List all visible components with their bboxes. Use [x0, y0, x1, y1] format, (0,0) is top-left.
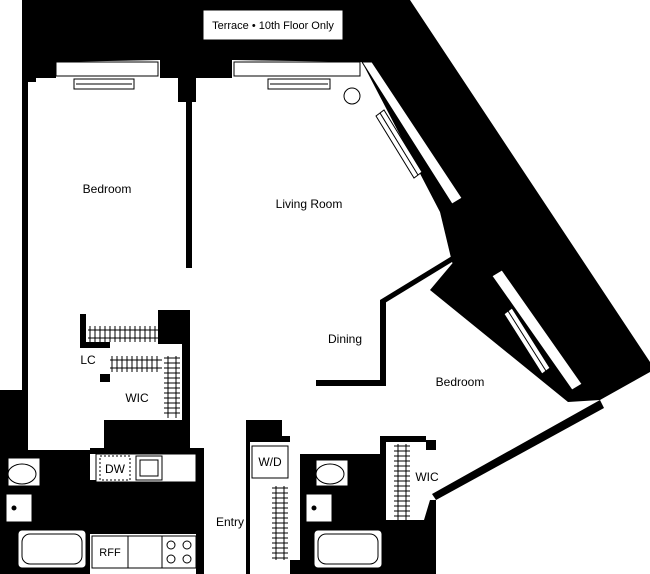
windows [55, 61, 583, 391]
room-label-bedroom-left: Bedroom [83, 182, 132, 196]
sink-right-icon [305, 493, 333, 523]
terrace-label-box [202, 9, 344, 41]
kitchen-counter-bottom [127, 535, 163, 569]
bathroom-left-fixtures [5, 457, 87, 569]
stove-icon [161, 535, 197, 569]
room-label-living-room: Living Room [276, 197, 343, 211]
appliance-label-dw: DW [105, 462, 126, 476]
room-label-entry: Entry [216, 515, 244, 529]
room-label-linen-closet: LC [80, 353, 96, 367]
room-label-dining: Dining [328, 332, 362, 346]
closet-hanger-ticks [89, 326, 410, 559]
terrace-wall [22, 0, 650, 402]
washer-dryer-box [251, 445, 289, 479]
sink-left-icon [5, 493, 33, 523]
dishwasher-box [99, 455, 131, 481]
kitchen-fixtures [91, 453, 197, 569]
terrace-label: Terrace • 10th Floor Only [212, 20, 334, 32]
toilet-right-icon [315, 463, 345, 485]
radiators [73, 78, 551, 375]
appliance-label-rff: RFF [99, 547, 121, 559]
column-round [343, 87, 361, 105]
bathroom-right-fixtures [305, 459, 383, 569]
room-label-wic-left: WIC [125, 391, 149, 405]
room-label-wic-right: WIC [415, 470, 439, 484]
room-label-bedroom-right: Bedroom [436, 375, 485, 389]
toilet-left-icon [7, 463, 37, 485]
appliance-label-wd: W/D [258, 455, 282, 469]
